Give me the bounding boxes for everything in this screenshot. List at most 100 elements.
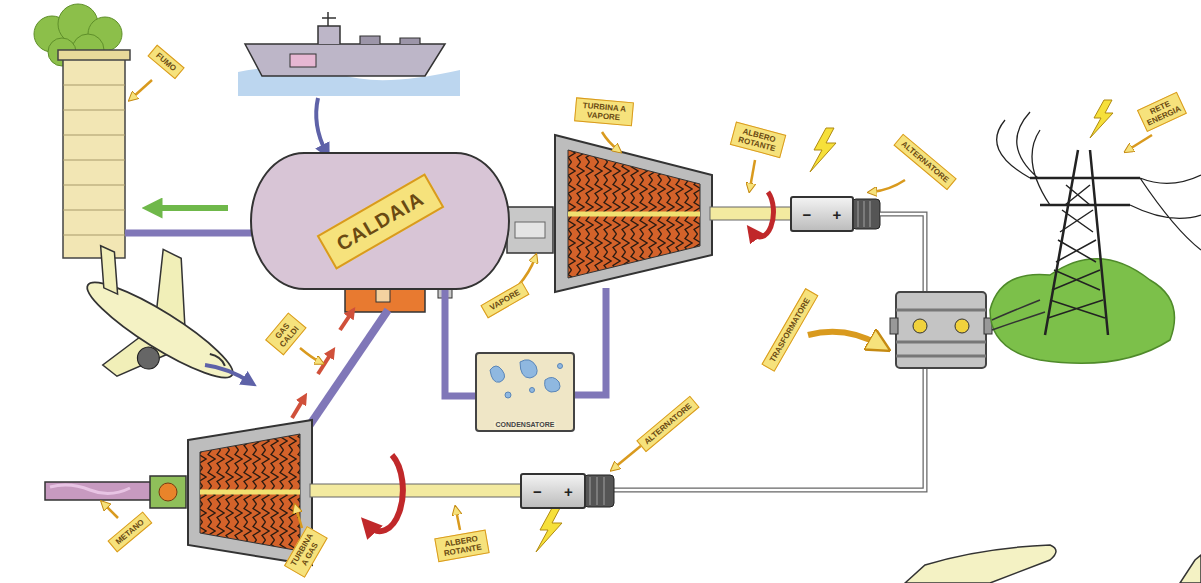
turbine-casing [188,420,312,565]
shaft [310,484,522,497]
pipe-connector [445,290,475,396]
callout-tag: TRASFORMATORE [761,288,818,372]
gas-flow [50,485,130,493]
exhaust-arrow [152,205,228,211]
boiler-tank: CALDAIA [250,152,510,290]
lightning-bolt [810,128,836,172]
alternator-ribs [858,201,870,227]
plane-body [78,270,241,391]
callout-tag: VAPORE [480,281,529,318]
condenser-splashes [490,360,563,398]
callout-arrow [872,180,905,192]
alternator-body: −+ [520,473,586,509]
transformer [890,292,992,368]
gas-pipe [45,482,152,500]
callout-tag: GAS CALDI [265,312,307,355]
chimney-rim [58,50,130,60]
callout-tag: ALTERNATORE [893,134,956,191]
callout-tag: TURBINA A VAPORE [574,97,634,126]
alternator-cap [584,475,614,507]
steam-turbine [555,135,712,292]
ship [238,12,460,96]
callout-arrow [456,510,460,530]
transformer-terminal [955,319,969,333]
node-text: + [833,207,842,222]
flue-pipe [125,230,252,237]
lightning-bolt [1090,100,1113,138]
alternator-cap [852,199,880,229]
fuel-arrow [205,365,250,382]
callout-tag: ALBERO ROTANTE [434,529,489,562]
water-drop [558,364,563,369]
node-text: − [533,484,542,499]
pylon [997,112,1201,335]
callout-arrow [808,332,880,345]
node-text: − [803,207,812,222]
flame [159,483,177,501]
ship-bridge [318,12,340,44]
callout-arrow [750,160,755,188]
rotation-arrow [368,455,403,531]
plane-tail [83,244,136,296]
transformer-body [896,292,986,368]
water-drop [505,392,511,398]
node-text: CALDAIA [316,173,444,269]
water-splash [520,360,537,378]
callout-arrow [296,508,302,528]
callout-tag: ALBERO ROTANTE [730,121,787,158]
ship-deck [360,36,420,44]
condenser-box: CONDENSATORE [475,352,575,432]
fuel-arrow [316,98,326,152]
heat-arrow [292,398,304,418]
node-text: CONDENSATORE [494,421,557,428]
plane-cockpit [209,353,227,366]
pylon-wires [997,112,1201,250]
power-wire-core [880,214,925,292]
callout-tag: ALTERNATORE [636,396,699,453]
callout-arrow [300,348,320,362]
water-splash [545,377,560,392]
pylon-arms [1030,178,1140,205]
lightning-bolt [536,508,562,552]
return-pipe [575,288,606,395]
callout-arrows [104,80,1152,530]
ship-hull [245,44,445,76]
airplane [47,219,271,428]
airplane-partial [1180,555,1201,583]
chimney-body [63,58,125,258]
turbine-blades [200,434,300,551]
water-drop [530,388,535,393]
power-wire [614,368,925,490]
chimney-stripes [63,85,125,235]
gas-turbine [188,420,312,565]
heat-arrow [318,352,332,374]
transformer-terminal [913,319,927,333]
heat-arrow [340,312,352,330]
transformer-lug [890,318,898,334]
rotation-arrow [752,192,773,237]
combustor [150,476,186,508]
callout-arrow [1128,135,1152,150]
power-wire [880,214,925,292]
plane-engine [133,343,163,373]
callout-tag: METANO [107,511,152,552]
callout-arrow [602,132,618,150]
callout-tag: TURBINA A GAS [284,526,328,578]
water-splash [490,366,505,382]
node-text: + [564,484,573,499]
chimney [58,50,130,258]
steam-coupling [507,207,553,253]
turbine-axis [200,490,300,495]
ship-window [290,54,316,67]
turbine-blades [568,150,700,278]
exhaust-pipe [305,310,388,432]
turbine-casing [555,135,712,292]
shaft [710,207,792,220]
grid-wire [992,300,1045,330]
power-wire-core [614,368,925,490]
steam-valve [515,222,545,238]
